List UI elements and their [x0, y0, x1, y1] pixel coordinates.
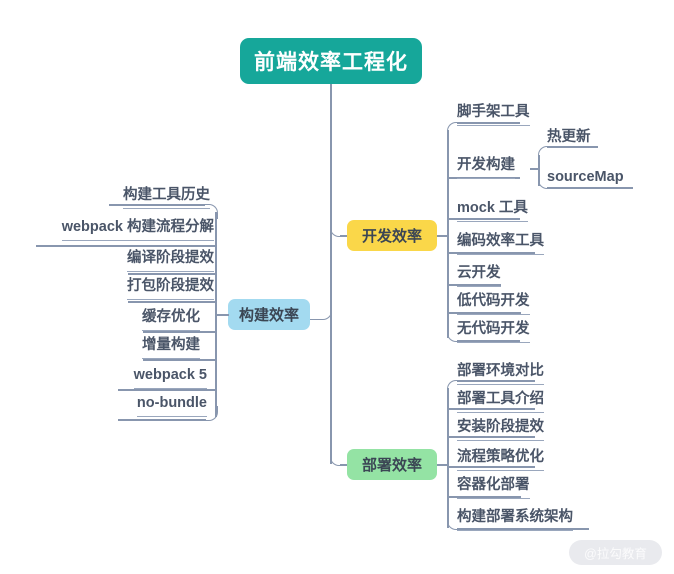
leaf-node-devbuild-0[interactable]: 热更新: [547, 129, 591, 145]
connector-deploy-leaf0-elbow: [447, 380, 462, 395]
connector-dev-stub: [437, 235, 448, 237]
connector-dev-leaf3: [447, 252, 535, 254]
leaf-node-dev-0[interactable]: 脚手架工具: [457, 103, 530, 126]
connector-dev-leaf6-elbow: [447, 327, 462, 342]
root-node[interactable]: 前端效率工程化: [240, 38, 422, 84]
leaf-node-deploy-3[interactable]: 流程策略优化: [457, 448, 544, 471]
connector-build-leaf6: [118, 389, 216, 391]
connector-dev-leaf4: [447, 284, 501, 286]
connector-dev-leaf0-elbow: [447, 122, 462, 137]
connector-trunk-to-deploy-elbow: [330, 451, 345, 466]
connector-trunk-to-dev: [340, 235, 347, 237]
connector-trunk-to-dev-elbow: [330, 222, 345, 237]
leaf-node-deploy-1[interactable]: 部署工具介绍: [457, 390, 544, 413]
connector-deploy-leaf1: [447, 408, 535, 410]
connector-deploy-stub: [437, 464, 448, 466]
connector-devbuild-leaf0-elbow: [538, 146, 552, 160]
connector-devbuild-leaf0: [547, 146, 598, 148]
connector-devbuild-leaf1-elbow: [538, 175, 552, 189]
branch-node-dev[interactable]: 开发效率: [347, 220, 437, 251]
connector-build-leaf0-elbow: [203, 204, 218, 219]
leaf-node-dev-4[interactable]: 云开发: [457, 264, 501, 287]
connector-dev-spine-up: [447, 130, 449, 235]
connector-deploy-leaf4: [447, 496, 521, 498]
connector-build-leaf7: [118, 419, 206, 421]
connector-build-spine-up: [215, 212, 217, 314]
connector-build-leaf3: [128, 301, 216, 303]
leaf-node-build-0[interactable]: 构建工具历史: [123, 186, 210, 209]
leaf-node-devbuild-1[interactable]: sourceMap: [547, 169, 624, 185]
leaf-node-dev-5[interactable]: 低代码开发: [457, 292, 530, 315]
watermark-badge: @拉勾教育: [569, 540, 662, 565]
leaf-node-build-1[interactable]: webpack 构建流程分解: [61, 218, 214, 241]
connector-build-leaf4: [143, 331, 216, 333]
leaf-node-build-7[interactable]: no-bundle: [136, 394, 207, 417]
connector-build-leaf0: [109, 204, 205, 206]
branch-node-deploy[interactable]: 部署效率: [347, 449, 437, 480]
leaf-node-build-2[interactable]: 编译阶段提效: [127, 249, 214, 272]
connector-build-leaf5: [143, 359, 216, 361]
connector-deploy-leaf5: [457, 528, 589, 530]
leaf-node-build-6[interactable]: webpack 5: [133, 366, 207, 389]
connector-deploy-leaf3: [447, 466, 535, 468]
connector-deploy-leaf2: [447, 436, 535, 438]
leaf-node-deploy-5[interactable]: 构建部署系统架构: [457, 508, 573, 531]
connector-deploy-leaf0: [457, 380, 535, 382]
leaf-node-dev-6[interactable]: 无代码开发: [457, 320, 530, 343]
connector-dev-leaf5: [447, 312, 521, 314]
leaf-node-build-4[interactable]: 缓存优化: [142, 308, 200, 331]
connector-devbuild-leaf1: [547, 187, 633, 189]
branch-node-build[interactable]: 构建效率: [228, 299, 310, 330]
connector-build-leaf1: [36, 245, 216, 247]
connector-devbuild-stub: [530, 168, 539, 170]
connector-trunk-lower: [330, 234, 332, 464]
leaf-node-deploy-0[interactable]: 部署环境对比: [457, 362, 544, 385]
connector-dev-spine-down: [447, 235, 449, 338]
connector-trunk-to-build-elbow: [302, 305, 332, 320]
connector-dev-leaf0: [457, 122, 520, 124]
connector-dev-leaf2: [447, 218, 520, 220]
connector-deploy-spine-up: [447, 388, 449, 464]
connector-root-stem: [330, 84, 332, 234]
connector-build-spine-down: [215, 314, 217, 417]
connector-build-leaf2: [128, 273, 216, 275]
leaf-node-dev-2[interactable]: mock 工具: [457, 199, 528, 222]
leaf-node-build-3[interactable]: 打包阶段提效: [127, 277, 214, 300]
leaf-node-dev-3[interactable]: 编码效率工具: [457, 232, 544, 255]
connector-dev-leaf6: [457, 340, 520, 342]
connector-build-stub: [216, 314, 229, 316]
leaf-node-deploy-4[interactable]: 容器化部署: [457, 476, 530, 499]
connector-deploy-leaf5-elbow: [447, 515, 462, 530]
leaf-node-build-5[interactable]: 增量构建: [142, 336, 200, 359]
connector-build-leaf7-elbow: [203, 406, 218, 421]
leaf-node-deploy-2[interactable]: 安装阶段提效: [457, 418, 544, 441]
connector-devbuild-spine-up: [538, 155, 540, 168]
connector-trunk-to-deploy: [340, 464, 347, 466]
leaf-node-dev-1[interactable]: 开发构建: [457, 156, 515, 179]
connector-dev-leaf1: [447, 177, 520, 179]
